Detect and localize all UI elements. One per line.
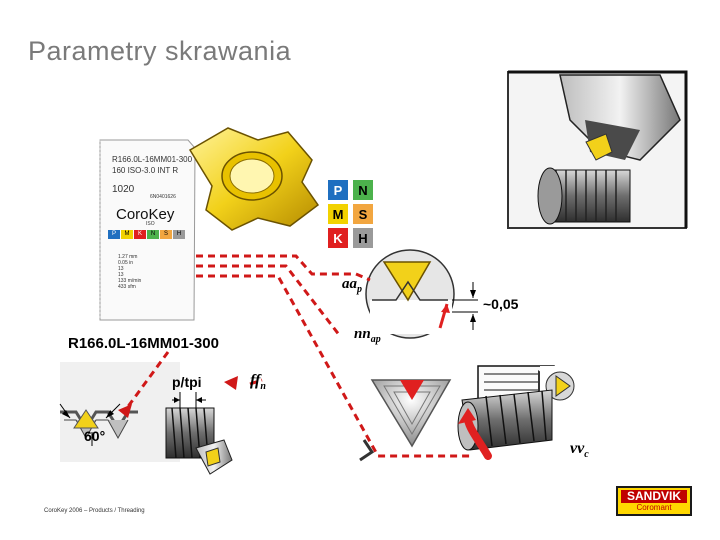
iso-cell-n: N [353, 180, 373, 200]
logo-line2: Coromant [618, 503, 690, 513]
iso-cell-k: K [328, 228, 348, 248]
card-cut-values: 1.27 mm 0.05 in 13 13 133 m/min 433 sfm [118, 254, 141, 290]
feed-sub: n [260, 381, 266, 392]
sandvik-logo: SANDVIK Coromant [616, 486, 692, 516]
iso-material-grid: P N M S K H [328, 180, 373, 248]
ap-sub: p [357, 284, 362, 295]
angle-label: 60° [84, 428, 105, 444]
approx-label: ~0,05 [483, 296, 518, 312]
feed-label: ffn [250, 372, 266, 392]
card-iso-strip: P M K N S H [108, 230, 185, 239]
card-iso-h: H [173, 230, 185, 239]
iso-cell-s: S [353, 204, 373, 224]
card-iso-s: S [160, 230, 172, 239]
card-ref: 6N0401626 [150, 194, 176, 200]
internal-threading-illustration [458, 366, 580, 456]
card-code-line2: 160 ISO-3.0 INT R [112, 166, 178, 175]
pitch-label: p/tpi [172, 374, 202, 390]
card-grade: 1020 [112, 184, 134, 195]
card-code-line1: R166.0L-16MM01-300 [112, 155, 192, 164]
ap-detail-circle [366, 250, 478, 338]
nap-sub: ap [371, 334, 381, 345]
threading-insert-image [190, 128, 318, 230]
logo-line1: SANDVIK [621, 490, 687, 503]
iso-cell-h: H [353, 228, 373, 248]
pitch-threading-illustration [60, 362, 232, 474]
card-cut-value: 433 sfm [118, 284, 141, 290]
nap-label: nnap [354, 326, 381, 345]
card-iso-k: K [134, 230, 146, 239]
card-iso-p: P [108, 230, 120, 239]
card-brand-sub: ISO [146, 221, 155, 227]
iso-cell-p: P [328, 180, 348, 200]
footer-text: CoroKey 2006 – Products / Threading [44, 508, 145, 514]
card-iso-n: N [147, 230, 159, 239]
vc-sub: c [584, 449, 588, 460]
card-iso-m: M [121, 230, 133, 239]
ap-label: aap [342, 276, 362, 295]
cutting-speed-label: vvc [570, 440, 589, 460]
holder-workpiece-photo [508, 72, 686, 228]
iso-cell-m: M [328, 204, 348, 224]
insert-code-label: R166.0L-16MM01-300 [68, 335, 219, 352]
